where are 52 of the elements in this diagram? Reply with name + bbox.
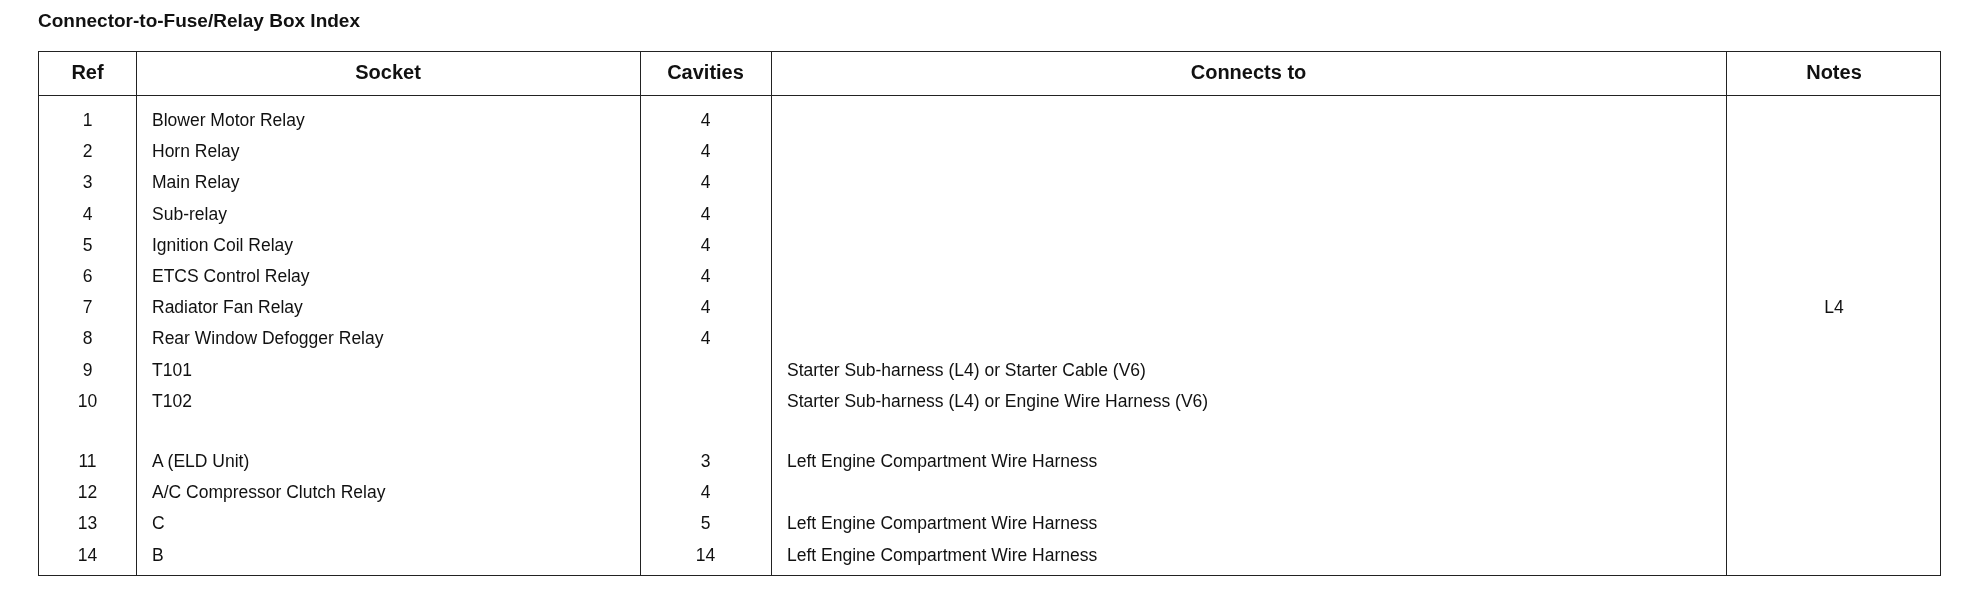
table-cell: A/C Compressor Clutch Relay [152, 481, 386, 503]
column-header: Socket [354, 60, 422, 84]
column-header: Cavities [666, 60, 745, 84]
table-cell: T101 [152, 359, 192, 381]
table-cell: Sub-relay [152, 203, 227, 225]
table-cell-text: 14 [76, 544, 99, 566]
table-cell: Starter Sub-harness (L4) or Starter Cable (V6) [787, 359, 1146, 381]
table-cell-text: 12 [76, 481, 99, 503]
table-cell-text: 2 [81, 140, 94, 162]
table-cell: Blower Motor Relay [152, 109, 305, 131]
table-cell-text: 9 [81, 359, 94, 381]
table-cell-text: 4 [699, 234, 712, 256]
table-cell-text: 4 [699, 265, 712, 287]
table-cell-text: 4 [699, 481, 712, 503]
table-cell: Left Engine Compartment Wire Harness [787, 512, 1098, 534]
table-cell-text: 4 [699, 109, 712, 131]
table-cell: Ignition Coil Relay [152, 234, 294, 256]
table-cell-text: 14 [694, 544, 717, 566]
table-cell: T102 [152, 390, 192, 412]
table-cell-text: 3 [81, 171, 94, 193]
table-cell: Left Engine Compartment Wire Harness [787, 544, 1098, 566]
table-cell: ETCS Control Relay [152, 265, 310, 287]
table-cell: Horn Relay [152, 140, 240, 162]
table-cell-text: 8 [81, 327, 94, 349]
table-cell: A (ELD Unit) [152, 450, 250, 472]
table-cell: Left Engine Compartment Wire Harness [787, 450, 1098, 472]
column-header: Connects to [1189, 60, 1308, 84]
table-cell: Rear Window Defogger Relay [152, 327, 384, 349]
table-cell: C [152, 512, 165, 534]
column-header: Ref [70, 60, 105, 84]
table-cell-text: L4 [1823, 296, 1845, 318]
table-cell-text: 5 [81, 234, 94, 256]
table-cell-text: 5 [699, 512, 712, 534]
table-cell-text: 4 [81, 203, 94, 225]
table-cell-text: 4 [699, 171, 712, 193]
table-cell-text: 4 [699, 296, 712, 318]
table-cell-text: 1 [81, 109, 94, 131]
table-title: Connector-to-Fuse/Relay Box Index [38, 10, 360, 32]
table-cell: Starter Sub-harness (L4) or Engine Wire Harness (V6) [787, 390, 1209, 412]
table-cell-text: 11 [77, 450, 98, 472]
table-cell-text: 7 [81, 296, 94, 318]
table-cell-text: 4 [699, 327, 712, 349]
table-cell-text: 3 [699, 450, 712, 472]
table-cell: Radiator Fan Relay [152, 296, 303, 318]
table-cell-text: 4 [699, 203, 712, 225]
table-cell-text: 4 [699, 140, 712, 162]
table-cell-text: 10 [76, 390, 99, 412]
table-cell: B [152, 544, 164, 566]
column-header: Notes [1805, 60, 1863, 84]
table-cell-text: 6 [81, 265, 94, 287]
table-cell: Main Relay [152, 171, 240, 193]
table-cell-text: 13 [76, 512, 99, 534]
